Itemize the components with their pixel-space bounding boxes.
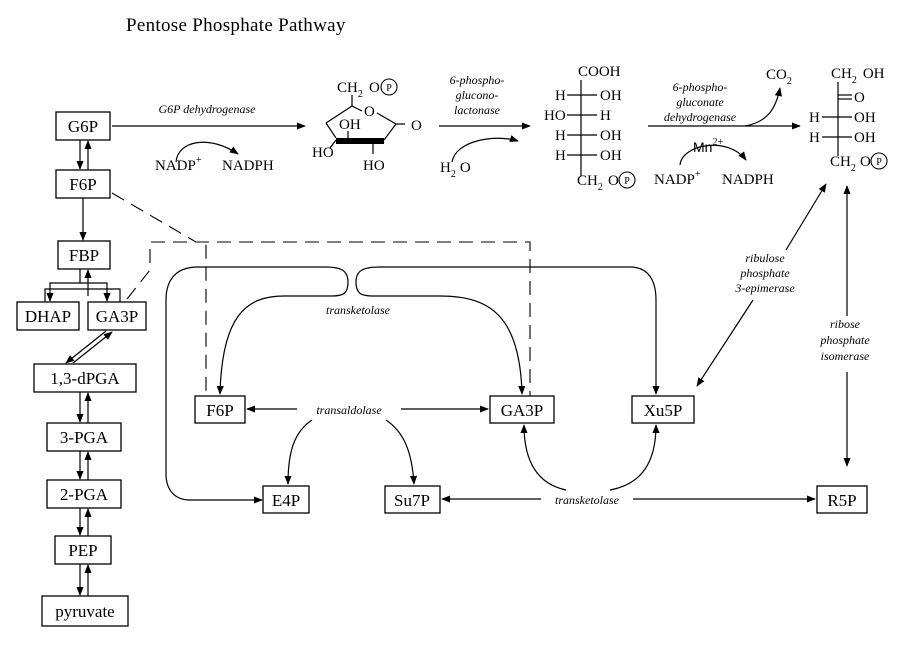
lactonase-line2: glucono- xyxy=(456,88,499,102)
dhap-label: DHAP xyxy=(25,307,71,326)
dpga-label: 1,3-dPGA xyxy=(50,369,120,388)
transaldolase-label: transaldolase xyxy=(316,403,382,417)
row3-left: H xyxy=(555,128,566,144)
nadph-1: NADPH xyxy=(222,158,274,174)
ru-row2-right: OH xyxy=(854,130,876,146)
lactone-o: O xyxy=(369,80,380,96)
isomerase-line1: ribose xyxy=(830,317,861,331)
pg-phosphate-p: P xyxy=(624,176,630,187)
carbonyl-o: O xyxy=(411,118,422,134)
row1-right: OH xyxy=(600,88,622,104)
ru-ch2: CH2 xyxy=(830,154,856,174)
lactonase-line3: lactonase xyxy=(454,103,501,117)
phosphogluconate-structure: COOH H OH HO H H OH H OH CH2 O P xyxy=(544,64,636,193)
transketolase-upper-label: transketolase xyxy=(326,303,391,317)
epimerase-line2: phosphate xyxy=(739,266,790,280)
epimerase-line3: 3-epimerase xyxy=(734,281,795,295)
pep-box xyxy=(54,535,112,565)
ru-row2-left: H xyxy=(809,130,820,146)
pg-ch2: CH2 xyxy=(577,173,603,193)
nadp-1: NADP+ xyxy=(155,155,202,174)
oxidative-branch: G6P dehydrogenase NADP+ NADPH CH2 O P O … xyxy=(112,64,888,193)
nonoxidative-branch: F6P GA3P Xu5P E4P Su7P R5P transketolase… xyxy=(165,183,870,514)
row2-right: H xyxy=(600,108,611,124)
oh-label: OH xyxy=(339,117,361,133)
ho-bottom: HO xyxy=(363,158,385,174)
ho-left: HO xyxy=(312,145,334,161)
gluconolactone-structure: CH2 O P O O OH HO HO xyxy=(312,78,422,174)
nonox-ga3p-box xyxy=(489,395,555,424)
pgdh-line2: gluconate xyxy=(676,95,724,109)
phosphate-circle xyxy=(380,78,398,96)
glycolysis-column: G6P F6P FBP DHAP GA3P 1,3-dPGA 3-PGA 2-P… xyxy=(16,111,147,627)
nonox-f6p-box xyxy=(194,395,246,424)
fbp-box xyxy=(57,240,111,270)
pga2-box xyxy=(46,479,122,509)
epimerase-line1: ribulose xyxy=(745,251,785,265)
co2-label: CO2 xyxy=(766,67,792,87)
row2-left: HO xyxy=(544,108,566,124)
e4p-box xyxy=(262,485,310,514)
pga3-box xyxy=(46,422,122,452)
nonox-ga3p-label: GA3P xyxy=(501,401,544,420)
su7p-label: Su7P xyxy=(394,491,430,510)
su7p-box xyxy=(384,485,441,514)
ru-phosphate-circle xyxy=(870,152,888,170)
diagram-title: Pentose Phosphate Pathway xyxy=(126,15,346,36)
isomerase-line3: isomerase xyxy=(821,349,870,363)
ga3p-label: GA3P xyxy=(96,307,139,326)
ru-phosphate-p: P xyxy=(876,157,882,168)
row3-right: OH xyxy=(600,128,622,144)
ru-o: O xyxy=(860,154,871,170)
pg-o: O xyxy=(608,173,619,189)
pga3-label: 3-PGA xyxy=(60,428,109,447)
g6pdh-label: G6P dehydrogenase xyxy=(159,102,257,116)
lactone-ch2: CH2 xyxy=(337,80,363,100)
e4p-label: E4P xyxy=(272,491,300,510)
dpga-box xyxy=(33,363,137,393)
nonox-f6p-label: F6P xyxy=(206,401,233,420)
r5p-box xyxy=(816,485,868,514)
cooh-label: COOH xyxy=(578,64,621,80)
pgdh-line1: 6-phospho- xyxy=(673,80,728,94)
ru-row1-left: H xyxy=(809,110,820,126)
transketolase-lower-label: transketolase xyxy=(555,493,620,507)
nadph-2: NADPH xyxy=(722,172,774,188)
pyruvate-label: pyruvate xyxy=(55,602,114,621)
isomerase-line2: phosphate xyxy=(819,333,870,347)
g6p-label: G6P xyxy=(68,117,98,136)
xu5p-box xyxy=(631,395,695,424)
pyruvate-box xyxy=(41,595,129,627)
ru-row1-right: OH xyxy=(854,110,876,126)
ring-oxygen: O xyxy=(364,104,375,120)
dashed-connectors xyxy=(111,192,531,396)
dhap-box xyxy=(16,301,80,331)
f6p-label: F6P xyxy=(69,175,96,194)
row4-left: H xyxy=(555,148,566,164)
ru-keto-o: O xyxy=(854,90,865,106)
fbp-label: FBP xyxy=(69,246,99,265)
mn-label: Mn2+ xyxy=(693,137,723,155)
g6p-box xyxy=(55,111,111,141)
ga3p-box xyxy=(87,301,147,331)
pep-label: PEP xyxy=(68,541,97,560)
row1-left: H xyxy=(555,88,566,104)
pg-phosphate-circle xyxy=(618,171,636,189)
pgdh-line3: dehydrogenase xyxy=(664,110,737,124)
r5p-label: R5P xyxy=(827,491,856,510)
row4-right: OH xyxy=(600,148,622,164)
lactonase-line1: 6-phospho- xyxy=(450,73,505,87)
nadp-2: NADP+ xyxy=(654,169,701,188)
pga2-label: 2-PGA xyxy=(60,485,109,504)
phosphate-p: P xyxy=(386,83,392,94)
xu5p-label: Xu5P xyxy=(644,401,683,420)
